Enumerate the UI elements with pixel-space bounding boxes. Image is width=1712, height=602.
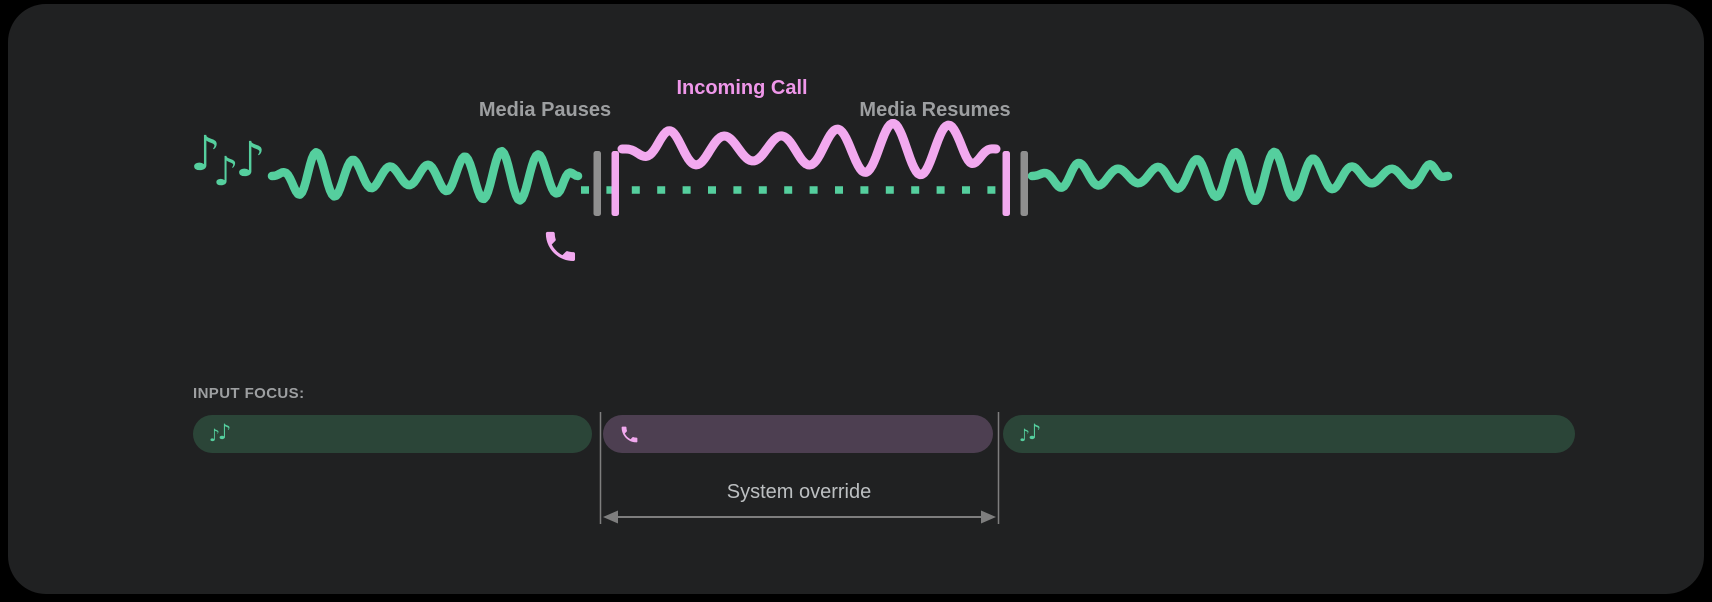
media-pauses-label: Media Pauses [478,99,612,121]
system-override-label: System override [726,481,872,503]
note-glyph: ♪ [1019,425,1030,446]
focus-bar-media-before: ♪ ♪ [193,415,592,453]
media-resumes-label: Media Resumes [859,99,1011,121]
media-wave-before [267,146,583,205]
resume-marker-gray [1020,151,1028,216]
system-override-arrow [603,510,996,524]
focus-bar-media-after: ♪ ♪ [1003,415,1575,453]
pause-marker-gray [593,151,601,216]
note-glyph: ♪ [213,149,239,195]
note-glyph: ♪ [217,419,232,444]
note-glyph: ♪ [235,132,266,188]
focus-bar-call [603,415,993,453]
resume-marker-pink [1002,151,1010,216]
music-notes-icon: ♪ ♪ [1019,419,1042,446]
input-focus-heading: INPUT FOCUS: [193,385,305,402]
note-glyph: ♪ [209,425,220,446]
note-glyph: ♪ [1027,419,1042,444]
note-glyph: ♪ [190,126,221,182]
phone-icon [545,231,576,262]
call-wave [617,119,1001,180]
media-wave-after [1027,147,1453,205]
pause-marker-pink [611,151,619,216]
phone-icon [621,426,638,442]
music-notes-icon: ♪ ♪ [209,419,232,446]
incoming-call-label: Incoming Call [676,77,808,99]
music-notes-icon: ♪ ♪ ♪ [190,128,280,213]
diagram-card [8,4,1704,594]
